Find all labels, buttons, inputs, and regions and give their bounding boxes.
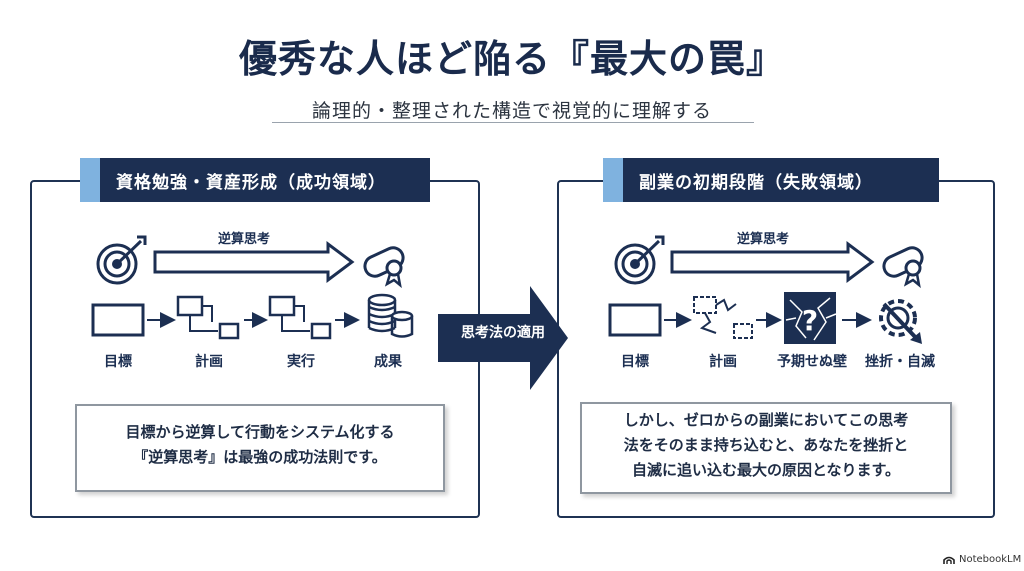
left-step-goal: 目標 bbox=[104, 354, 132, 370]
apply-arrow-icon bbox=[438, 286, 568, 390]
subtitle-divider bbox=[272, 122, 754, 123]
apply-arrow-label: 思考法の適用 bbox=[461, 325, 545, 341]
right-step-plan: 計画 bbox=[709, 354, 737, 370]
header-accent bbox=[80, 158, 100, 202]
target-icon bbox=[96, 235, 147, 285]
page-subtitle: 論理的・整理された構造で視覚的に理解する bbox=[311, 100, 712, 122]
scroll-icon bbox=[363, 246, 405, 289]
right-flow-label: 逆算思考 bbox=[737, 232, 790, 247]
broken-plan-icon bbox=[693, 296, 753, 339]
failure-explanation: しかし、ゼロからの副業においてこの思考 法をそのまま持ち込むと、あなたを挫折と … bbox=[580, 402, 952, 494]
page-title: 優秀な人ほど陥る『最大の罠』 bbox=[238, 37, 785, 81]
failure-header-label: 副業の初期段階（失敗領域） bbox=[639, 172, 873, 193]
execute-flow-icon bbox=[268, 295, 332, 340]
failure-text-line: 自滅に追い込む最大の原因となります。 bbox=[631, 461, 901, 479]
brand-name: NotebookLM bbox=[959, 554, 1022, 565]
gear-crash-icon bbox=[879, 299, 922, 344]
svg-text:?: ? bbox=[802, 304, 818, 337]
notebooklm-icon bbox=[943, 556, 955, 564]
left-step-result: 成果 bbox=[374, 354, 402, 370]
success-header-label: 資格勉強・資産形成（成功領域） bbox=[116, 172, 386, 193]
scroll-icon bbox=[882, 246, 924, 289]
plan-flow-icon bbox=[176, 295, 240, 340]
long-arrow bbox=[153, 241, 355, 283]
success-text-line: 目標から逆算して行動をシステム化する bbox=[125, 423, 395, 441]
right-step-goal: 目標 bbox=[621, 354, 649, 370]
goal-box-icon bbox=[608, 303, 662, 337]
coins-icon bbox=[367, 293, 414, 338]
success-text-line: 『逆算思考』は最強の成功法則です。 bbox=[133, 448, 387, 466]
target-icon bbox=[614, 235, 665, 285]
long-arrow bbox=[670, 241, 875, 283]
failure-text-line: 法をそのまま持ち込むと、あなたを挫折と bbox=[623, 436, 909, 454]
goal-box-icon bbox=[91, 303, 145, 337]
broken-wall-icon: ? bbox=[784, 292, 837, 344]
left-step-execute: 実行 bbox=[287, 354, 315, 370]
left-step-plan: 計画 bbox=[195, 354, 223, 370]
brand-logo: NotebookLM bbox=[943, 554, 1021, 565]
right-step-wall: 予期せぬ壁 bbox=[777, 354, 847, 370]
failure-header: 副業の初期段階（失敗領域） bbox=[603, 158, 939, 202]
failure-text-line: しかし、ゼロからの副業においてこの思考 bbox=[623, 411, 909, 429]
right-step-collapse: 挫折・自滅 bbox=[865, 354, 935, 370]
header-accent bbox=[603, 158, 623, 202]
success-header: 資格勉強・資産形成（成功領域） bbox=[80, 158, 430, 202]
success-explanation: 目標から逆算して行動をシステム化する 『逆算思考』は最強の成功法則です。 bbox=[75, 404, 445, 492]
left-flow-label: 逆算思考 bbox=[218, 232, 271, 247]
